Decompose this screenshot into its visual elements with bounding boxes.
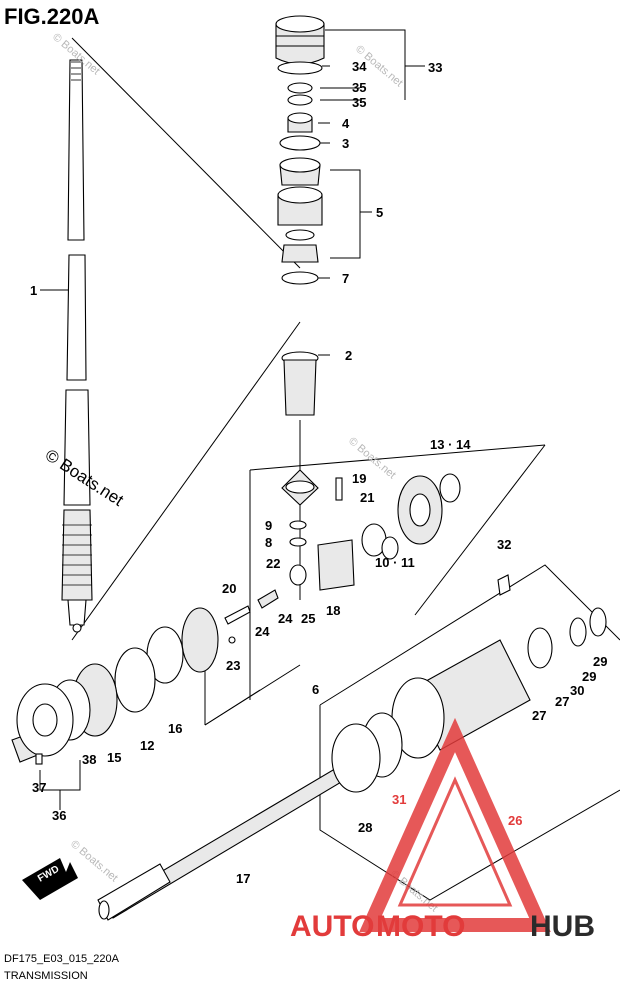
logo-part1: AUTO bbox=[290, 910, 374, 943]
callout-33: 33 bbox=[428, 60, 442, 75]
callout-1: 1 bbox=[30, 283, 37, 298]
callout-2: 2 bbox=[345, 348, 352, 363]
callout-8: 8 bbox=[265, 535, 272, 550]
figure-code: DF175_E03_015_220A bbox=[4, 953, 120, 965]
callout-12: 12 bbox=[140, 738, 154, 753]
automotohub-logo: AUTO MOTO HUB bbox=[290, 717, 595, 943]
forward-gear bbox=[397, 475, 443, 545]
callout-6: 6 bbox=[312, 682, 319, 697]
callout-27b: 27 bbox=[555, 694, 569, 709]
logo-part2: MOTO bbox=[376, 910, 465, 943]
clutch-dog bbox=[289, 539, 355, 591]
callout-5: 5 bbox=[376, 205, 383, 220]
callout-27a: 27 bbox=[532, 708, 546, 723]
driveshaft bbox=[61, 59, 93, 633]
bearing-carrier bbox=[11, 683, 74, 765]
callout-31: 31 bbox=[392, 792, 406, 807]
callout-21: 21 bbox=[360, 490, 374, 505]
callout-22: 22 bbox=[266, 556, 280, 571]
gear-case bbox=[331, 574, 607, 793]
callout-4: 4 bbox=[342, 116, 350, 131]
callout-38: 38 bbox=[82, 752, 96, 767]
callout-26: 26 bbox=[508, 813, 522, 828]
callout-20: 20 bbox=[222, 581, 236, 596]
callout-35b: 35 bbox=[352, 95, 366, 110]
callout-36: 36 bbox=[52, 808, 66, 823]
callout-29b: 29 bbox=[582, 669, 596, 684]
propeller-shaft bbox=[97, 759, 359, 921]
callout-7: 7 bbox=[342, 271, 349, 286]
callout-24b: 24 bbox=[278, 611, 293, 626]
callout-17: 17 bbox=[236, 871, 250, 886]
pinion-gear bbox=[281, 469, 319, 506]
callout-32: 32 bbox=[497, 537, 511, 552]
logo-part3: HUB bbox=[530, 910, 595, 943]
figure-title: FIG.220A bbox=[4, 4, 99, 29]
callout-9: 9 bbox=[265, 518, 272, 533]
callout-labels: 1 2 3 4 5 6 7 8 9 10 · 11 12 13 · 14 15 … bbox=[30, 59, 607, 886]
section-name: TRANSMISSION bbox=[4, 970, 88, 982]
callout-23: 23 bbox=[226, 658, 240, 673]
callout-10-11: 10 · 11 bbox=[375, 555, 415, 570]
callout-34: 34 bbox=[352, 59, 367, 74]
callout-25: 25 bbox=[301, 611, 315, 626]
shift-parts bbox=[224, 589, 279, 644]
callout-24a: 24 bbox=[255, 624, 270, 639]
callout-35a: 35 bbox=[352, 80, 366, 95]
callout-19: 19 bbox=[352, 471, 366, 486]
sleeve bbox=[281, 351, 319, 416]
guide-lines bbox=[39, 29, 620, 901]
fwd-arrow-icon: FWD bbox=[22, 858, 78, 900]
callout-3: 3 bbox=[342, 136, 349, 151]
callout-29a: 29 bbox=[593, 654, 607, 669]
callout-37: 37 bbox=[32, 780, 46, 795]
callout-16: 16 bbox=[168, 721, 182, 736]
shim-parts bbox=[289, 473, 461, 560]
callout-15: 15 bbox=[107, 750, 121, 765]
callout-30: 30 bbox=[570, 683, 584, 698]
callout-28: 28 bbox=[358, 820, 372, 835]
callout-13-14: 13 · 14 bbox=[430, 437, 471, 452]
callout-18: 18 bbox=[326, 603, 340, 618]
upper-bearing-stack bbox=[275, 15, 325, 285]
